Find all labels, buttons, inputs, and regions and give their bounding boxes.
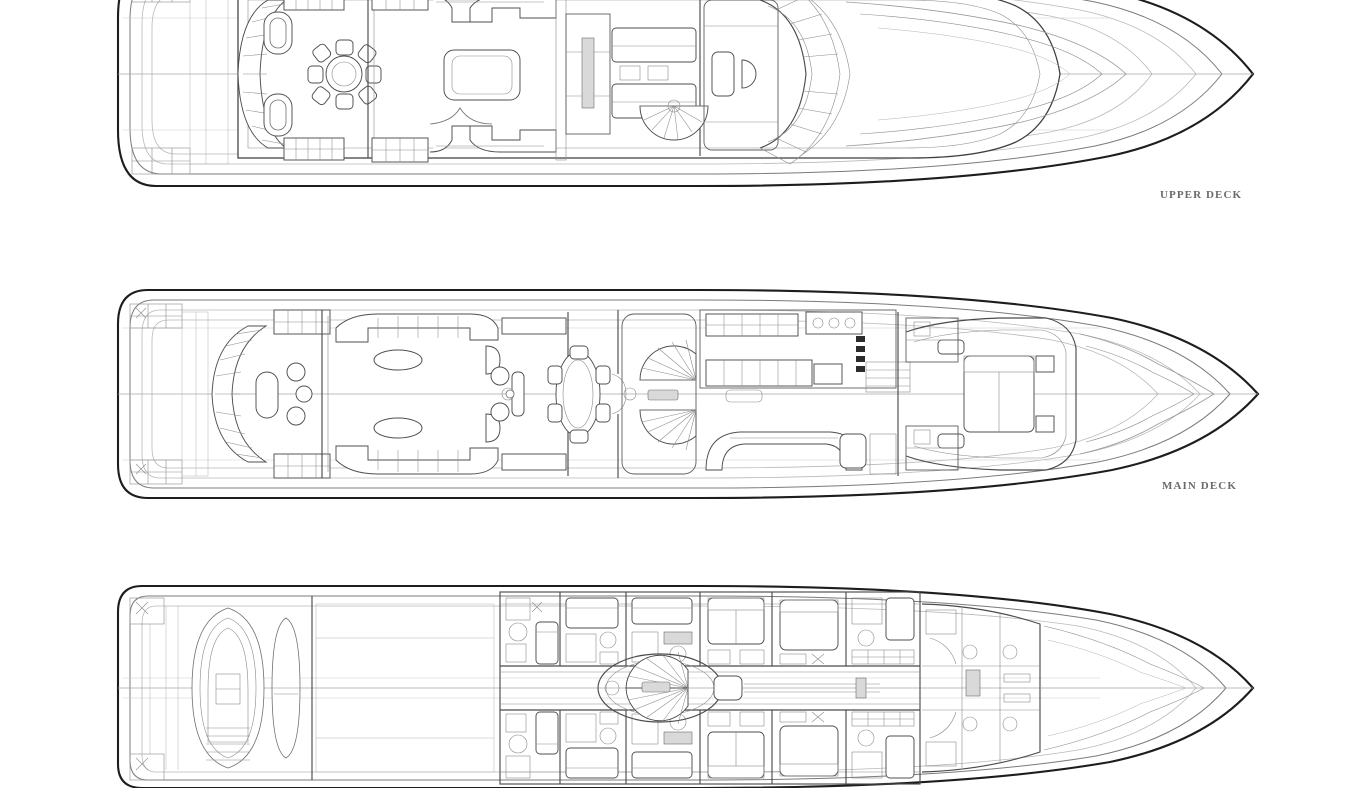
bridge-console: [703, 0, 779, 151]
formal-dining: [490, 345, 611, 444]
lower-deck-plan: [116, 584, 1255, 788]
lower-lounge-seating: [705, 431, 897, 475]
main-deck-plan: [116, 288, 1260, 500]
cockpit-lockers: [273, 309, 331, 479]
lower-lobby-stair: [597, 651, 743, 725]
cockpit-settee: [211, 325, 313, 463]
upper-deck-plan: [116, 0, 1255, 188]
round-dining-table: [307, 39, 382, 110]
galley: [699, 309, 911, 403]
crew-quarters-forward: [921, 603, 1205, 773]
aft-benches: [283, 0, 345, 161]
radial-windshield: [759, 0, 851, 165]
tender-dinghy: [191, 607, 265, 769]
jet-ski: [271, 617, 301, 759]
skylounge-salon: [371, 0, 611, 163]
lounge-chairs: [263, 11, 293, 137]
main-deck-label: MAIN DECK: [1162, 480, 1237, 492]
upper-deck-stern-detail: [131, 0, 229, 175]
spiral-stair-upper: [639, 99, 709, 141]
lobby-spiral-stair: [621, 313, 697, 475]
drawing-sheet: UPPER DECK: [116, 0, 1260, 788]
owners-suite: [905, 317, 1077, 471]
main-deck-stern-detail: [129, 303, 209, 485]
appliance-stack: [856, 336, 865, 372]
upper-deck-label: UPPER DECK: [1160, 189, 1243, 201]
